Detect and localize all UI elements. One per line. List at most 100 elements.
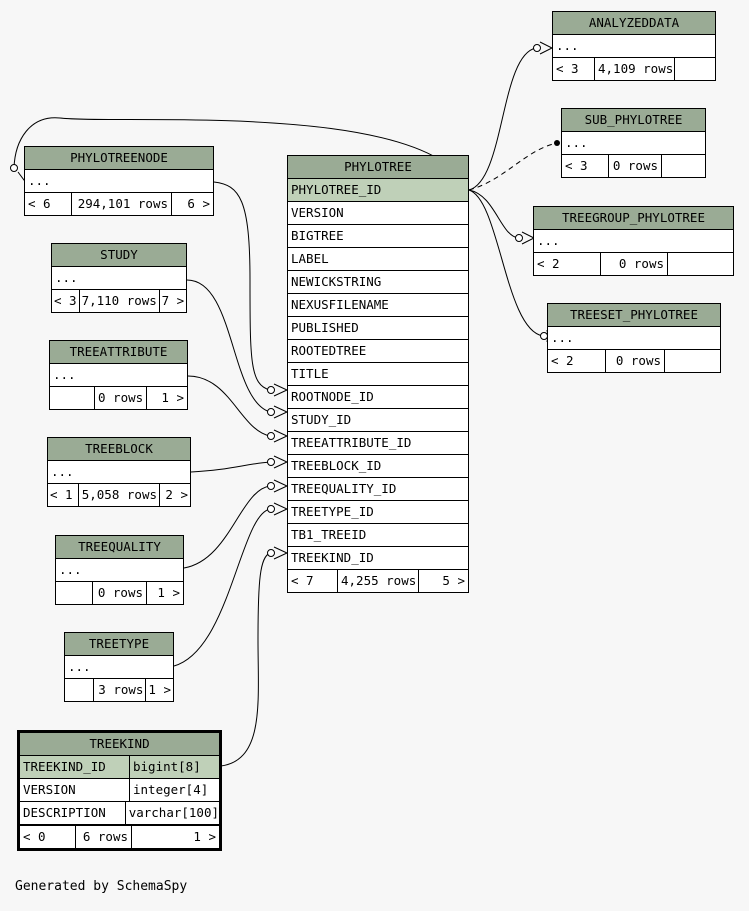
parents-link[interactable]: < 7	[288, 570, 338, 592]
parents-link[interactable]	[50, 387, 95, 409]
column-version[interactable]: VERSION integer[4]	[20, 779, 219, 802]
table-title[interactable]: TREEBLOCK	[48, 438, 190, 461]
column-version[interactable]: VERSION	[288, 202, 468, 225]
column-description[interactable]: DESCRIPTION varchar[100]	[20, 802, 219, 825]
table-treequality[interactable]: TREEQUALITY ... 0 rows 1 >	[55, 535, 184, 605]
children-link[interactable]: 1 >	[157, 585, 180, 600]
crowfoot	[273, 479, 289, 493]
crowfoot	[273, 502, 289, 516]
edge-end-circle	[267, 432, 275, 440]
column-treekind-id[interactable]: TREEKIND_ID	[288, 547, 468, 570]
parents-link[interactable]: < 1	[48, 484, 79, 506]
children-link[interactable]: 1 >	[161, 390, 184, 405]
edge-end-circle	[267, 482, 275, 490]
column-treetype-id[interactable]: TREETYPE_ID	[288, 501, 468, 524]
edge-end-circle	[533, 44, 541, 52]
table-body-ellipsis: ...	[50, 364, 187, 387]
row-count: 0 rows	[95, 387, 147, 409]
row-count: 0 rows	[609, 155, 662, 177]
children-link[interactable]: 1 >	[148, 682, 171, 697]
children-link[interactable]: 6 >	[187, 196, 210, 211]
children-link[interactable]	[662, 155, 705, 177]
column-treekind-id[interactable]: TREEKIND_ID bigint[8]	[20, 756, 219, 779]
table-footer: < 3 4,109 rows	[553, 58, 715, 80]
table-treekind[interactable]: TREEKIND TREEKIND_ID bigint[8] VERSION i…	[17, 730, 222, 851]
table-title[interactable]: STUDY	[52, 244, 186, 267]
edge-treetype	[173, 508, 271, 667]
table-body-ellipsis: ...	[65, 656, 173, 679]
parents-link[interactable]	[65, 679, 94, 701]
column-rootnode-id[interactable]: ROOTNODE_ID	[288, 386, 468, 409]
table-footer: < 7 4,255 rows 5 >	[288, 570, 468, 592]
edge-treekind	[220, 552, 271, 767]
parents-link[interactable]: < 6	[25, 193, 72, 215]
row-count: 0 rows	[601, 253, 668, 275]
children-link[interactable]: 5 >	[442, 573, 465, 588]
table-sub-phylotree[interactable]: SUB_PHYLOTREE ... < 3 0 rows	[561, 108, 706, 178]
table-title[interactable]: ANALYZEDDATA	[553, 12, 715, 35]
table-title[interactable]: TREEGROUP_PHYLOTREE	[534, 207, 733, 230]
parents-link[interactable]: < 3	[52, 290, 80, 312]
children-link[interactable]	[668, 253, 733, 275]
column-tb1-treeid[interactable]: TB1_TREEID	[288, 524, 468, 547]
column-bigtree[interactable]: BIGTREE	[288, 225, 468, 248]
table-treeattribute[interactable]: TREEATTRIBUTE ... 0 rows 1 >	[49, 340, 188, 410]
edge-rootnode	[213, 181, 271, 391]
table-treetype[interactable]: TREETYPE ... 3 rows 1 >	[64, 632, 174, 702]
children-link[interactable]: 2 >	[165, 487, 188, 502]
table-footer: 3 rows 1 >	[65, 679, 173, 701]
parents-link[interactable]: < 0	[20, 826, 76, 848]
parents-link[interactable]	[56, 582, 93, 604]
column-newickstring[interactable]: NEWICKSTRING	[288, 271, 468, 294]
column-title[interactable]: TITLE	[288, 363, 468, 386]
table-title[interactable]: TREEATTRIBUTE	[50, 341, 187, 364]
edge-treeset-phylotree	[468, 189, 544, 337]
children-link[interactable]: 1 >	[193, 829, 216, 844]
column-rootedtree[interactable]: ROOTEDTREE	[288, 340, 468, 363]
table-treegroup-phylotree[interactable]: TREEGROUP_PHYLOTREE ... < 2 0 rows	[533, 206, 734, 276]
column-type: integer[4]	[133, 782, 209, 797]
row-count: 4,109 rows	[595, 58, 675, 80]
table-treeset-phylotree[interactable]: TREESET_PHYLOTREE ... < 2 0 rows	[547, 303, 721, 373]
table-title[interactable]: TREESET_PHYLOTREE	[548, 304, 720, 327]
edge-end-dot	[554, 140, 560, 146]
children-link[interactable]	[675, 58, 715, 80]
row-count: 0 rows	[606, 350, 665, 372]
table-footer: < 3 7,110 rows 7 >	[52, 290, 186, 312]
table-footer: 0 rows 1 >	[56, 582, 183, 604]
table-title[interactable]: SUB_PHYLOTREE	[562, 109, 705, 132]
column-treeattribute-id[interactable]: TREEATTRIBUTE_ID	[288, 432, 468, 455]
table-footer: < 3 0 rows	[562, 155, 705, 177]
table-analyzeddata[interactable]: ANALYZEDDATA ... < 3 4,109 rows	[552, 11, 716, 81]
parents-link[interactable]: < 2	[534, 253, 601, 275]
table-phylotree[interactable]: PHYLOTREE PHYLOTREE_ID VERSION BIGTREE L…	[287, 155, 469, 593]
column-treequality-id[interactable]: TREEQUALITY_ID	[288, 478, 468, 501]
column-phylotree-id[interactable]: PHYLOTREE_ID	[288, 179, 468, 202]
crowfoot	[273, 383, 289, 397]
table-title[interactable]: PHYLOTREENODE	[25, 147, 213, 170]
children-link[interactable]: 7 >	[161, 293, 185, 308]
column-study-id[interactable]: STUDY_ID	[288, 409, 468, 432]
table-footer: < 1 5,058 rows 2 >	[48, 484, 190, 506]
parents-link[interactable]: < 2	[548, 350, 606, 372]
parents-link[interactable]: < 3	[562, 155, 609, 177]
column-treeblock-id[interactable]: TREEBLOCK_ID	[288, 455, 468, 478]
children-link[interactable]	[665, 350, 720, 372]
table-body-ellipsis: ...	[534, 230, 733, 253]
column-name: TREEKIND_ID	[20, 756, 130, 778]
table-treeblock[interactable]: TREEBLOCK ... < 1 5,058 rows 2 >	[47, 437, 191, 507]
table-study[interactable]: STUDY ... < 3 7,110 rows 7 >	[51, 243, 187, 313]
column-nexusfilename[interactable]: NEXUSFILENAME	[288, 294, 468, 317]
edge-end-circle	[267, 505, 275, 513]
parents-link[interactable]: < 3	[553, 58, 595, 80]
table-footer: < 2 0 rows	[548, 350, 720, 372]
table-title[interactable]: PHYLOTREE	[288, 156, 468, 179]
table-phylotreenode[interactable]: PHYLOTREENODE ... < 6 294,101 rows 6 >	[24, 146, 214, 216]
table-title[interactable]: TREEQUALITY	[56, 536, 183, 559]
table-footer: < 6 294,101 rows 6 >	[25, 193, 213, 215]
edge-sub-phylotree	[468, 142, 558, 191]
table-title[interactable]: TREEKIND	[20, 733, 219, 756]
column-published[interactable]: PUBLISHED	[288, 317, 468, 340]
table-title[interactable]: TREETYPE	[65, 633, 173, 656]
column-label[interactable]: LABEL	[288, 248, 468, 271]
